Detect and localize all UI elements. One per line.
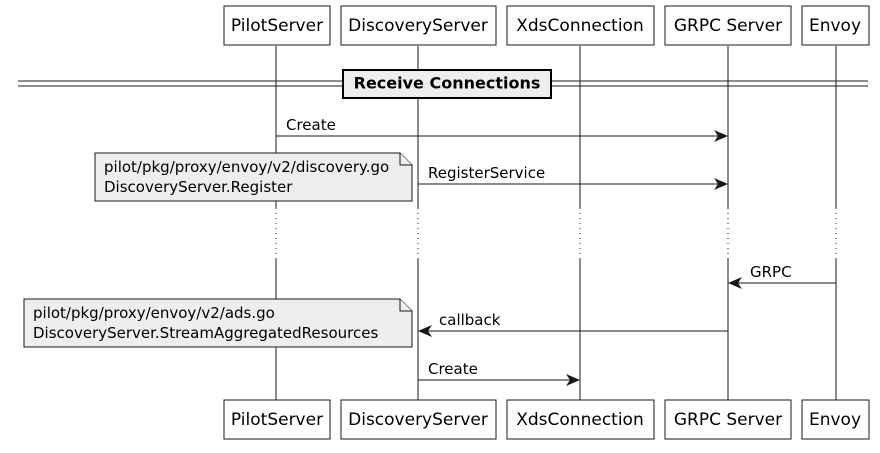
- participant-discovery-bottom: DiscoveryServer: [340, 399, 497, 440]
- participant-xds-bottom: XdsConnection: [506, 399, 655, 440]
- participant-label: PilotServer: [231, 16, 323, 36]
- participant-label: Envoy: [809, 16, 861, 36]
- participant-discovery-top: DiscoveryServer: [340, 5, 497, 46]
- participants-bottom: PilotServer DiscoveryServer XdsConnectio…: [223, 399, 870, 440]
- message-label: callback: [439, 311, 501, 329]
- participant-label: GRPC Server: [674, 16, 782, 36]
- participant-label: Envoy: [809, 410, 861, 430]
- participant-label: DiscoveryServer: [348, 410, 488, 430]
- section-divider: Receive Connections: [18, 69, 868, 99]
- participant-envoy-top: Envoy: [801, 5, 870, 46]
- participant-label: DiscoveryServer: [348, 16, 488, 36]
- message-label: Create: [286, 116, 336, 134]
- participant-pilot-top: PilotServer: [223, 5, 331, 46]
- message-create-xds: Create: [418, 360, 580, 386]
- note-line: pilot/pkg/proxy/envoy/v2/discovery.go: [104, 158, 389, 176]
- participants-top: PilotServer DiscoveryServer XdsConnectio…: [223, 5, 870, 46]
- participant-label: PilotServer: [231, 410, 323, 430]
- participant-grpc-bottom: GRPC Server: [664, 399, 792, 440]
- message-register-service: RegisterService: [418, 164, 728, 190]
- note-register: pilot/pkg/proxy/envoy/v2/discovery.go Di…: [94, 152, 413, 202]
- message-label: Create: [428, 360, 478, 378]
- participant-grpc-top: GRPC Server: [664, 5, 792, 46]
- section-divider-label: Receive Connections: [354, 74, 541, 93]
- participant-xds-top: XdsConnection: [506, 5, 655, 46]
- participant-label: XdsConnection: [516, 16, 643, 36]
- participant-envoy-bottom: Envoy: [801, 399, 870, 440]
- note-line: DiscoveryServer.Register: [104, 178, 293, 196]
- participant-label: XdsConnection: [516, 410, 643, 430]
- note-stream: pilot/pkg/proxy/envoy/v2/ads.go Discover…: [23, 298, 413, 348]
- note-line: pilot/pkg/proxy/envoy/v2/ads.go: [33, 304, 275, 322]
- message-label: GRPC: [750, 263, 792, 281]
- lifelines: [275, 46, 837, 400]
- note-line: DiscoveryServer.StreamAggregatedResource…: [33, 324, 378, 342]
- participant-label: GRPC Server: [674, 410, 782, 430]
- message-grpc: GRPC: [728, 263, 836, 289]
- participant-pilot-bottom: PilotServer: [223, 399, 331, 440]
- message-create-grpc: Create: [276, 116, 728, 142]
- message-callback: callback: [418, 311, 728, 337]
- message-label: RegisterService: [428, 164, 545, 182]
